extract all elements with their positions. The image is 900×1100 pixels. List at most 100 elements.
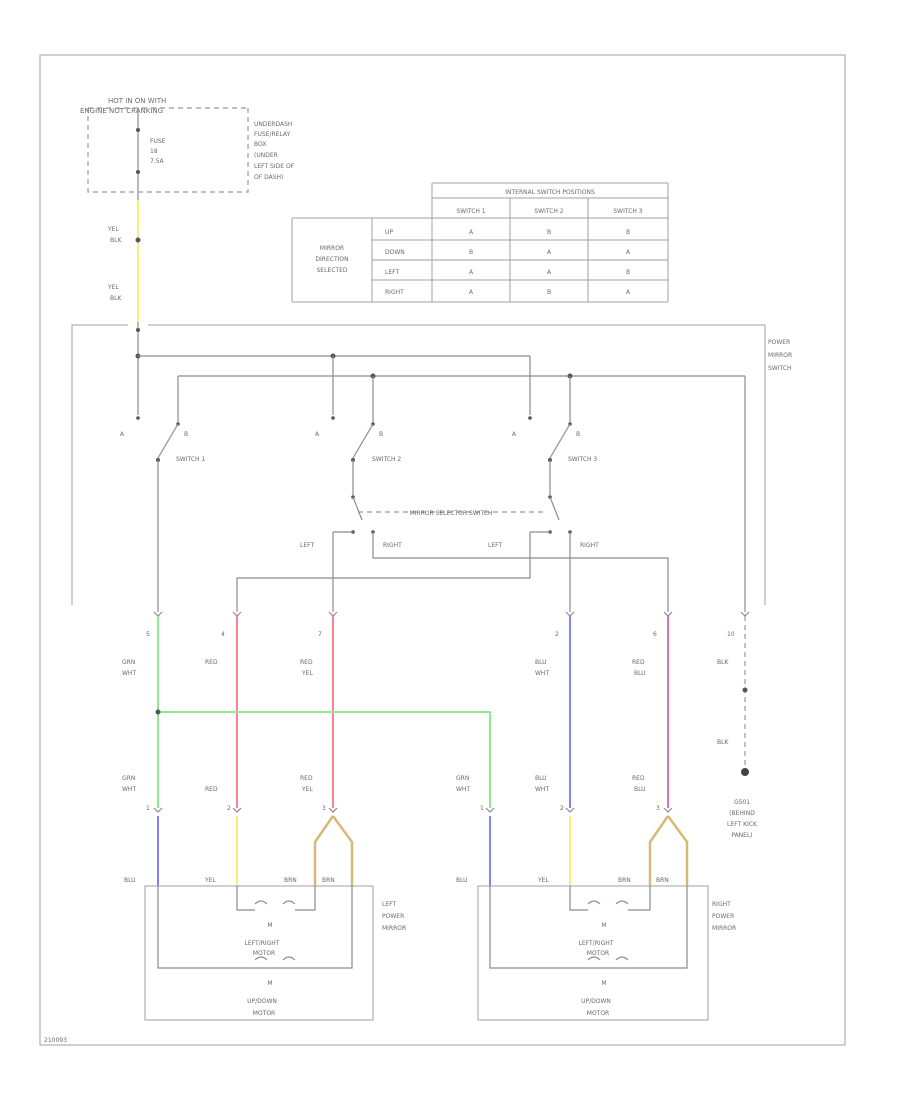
- table-cell: A: [469, 289, 474, 296]
- supply-label-1b: BLK: [110, 237, 122, 244]
- supply-label-1a: YEL: [107, 226, 119, 233]
- fuse-box-label-2: FUSE/RELAY: [254, 131, 291, 138]
- motor-terminal: YEL: [537, 877, 549, 884]
- motor-m: M: [267, 980, 272, 987]
- table-row-header-2: DIRECTION: [315, 256, 348, 263]
- wire-label: BLU: [634, 786, 646, 793]
- table-cell: B: [626, 229, 630, 236]
- conn-pin: 3: [322, 805, 326, 812]
- switch-1: A B SWITCH 1: [120, 416, 205, 612]
- motor-m: M: [601, 922, 606, 929]
- wire-label: BLK: [717, 659, 729, 666]
- motor-terminal: BRN: [618, 877, 631, 884]
- switch-pos-b: B: [576, 431, 580, 438]
- pin-label: 7: [318, 631, 322, 638]
- conn-pin: 2: [227, 805, 231, 812]
- conn-pin: 3: [656, 805, 660, 812]
- motor-terminal: BLU: [456, 877, 468, 884]
- motor-m: M: [267, 922, 272, 929]
- fuse-box-label-4: (UNDER: [254, 152, 278, 159]
- power-mirror-switch: POWER MIRROR SWITCH A B SWITCH 1: [71, 322, 792, 612]
- ground-label-1: G501: [734, 799, 750, 806]
- left-mirror-label-1: LEFT: [382, 901, 396, 908]
- power-mirror-label-1: POWER: [768, 339, 790, 346]
- table-cell: B: [469, 249, 473, 256]
- motor-name: MOTOR: [253, 950, 275, 957]
- switch-pos-a: A: [120, 431, 125, 438]
- table-cell: A: [469, 269, 474, 276]
- pin-label: 6: [653, 631, 657, 638]
- wire-label: WHT: [456, 786, 470, 793]
- motor-updown: MOTOR: [587, 1010, 609, 1017]
- table-row-label: UP: [385, 229, 393, 236]
- wire-label: RED: [632, 659, 645, 666]
- left-mirror-label-3: MIRROR: [382, 925, 406, 932]
- wire-label: BLU: [634, 670, 646, 677]
- wire-label: GRN: [122, 775, 135, 782]
- wire-label: RED: [300, 775, 313, 782]
- table-cell: B: [547, 229, 551, 236]
- wire-label: GRN: [122, 659, 135, 666]
- table-cell: B: [547, 289, 551, 296]
- diagram-frame: [39, 54, 846, 1046]
- table-row-header-1: MIRROR: [320, 245, 344, 252]
- pin-label: 2: [555, 631, 559, 638]
- table-cell: A: [547, 249, 552, 256]
- right-mirror-label-3: MIRROR: [712, 925, 736, 932]
- fuse-box-label-3: BOX: [254, 141, 266, 148]
- ground-label-3: LEFT KICK: [727, 821, 758, 828]
- supply-label-2a: YEL: [107, 284, 119, 291]
- harness-wires: GRN WHT RED RED YEL BLU WHT RED BLU BLK …: [122, 616, 758, 839]
- motor-terminal: BLU: [124, 877, 136, 884]
- wire-label: BLU: [535, 775, 547, 782]
- power-mirror-label-2: MIRROR: [768, 352, 792, 359]
- selector-left-2: LEFT: [488, 542, 502, 549]
- right-mirror-label-2: POWER: [712, 913, 734, 920]
- motor-name: LEFT/RIGHT: [245, 940, 280, 947]
- selector-right-1: RIGHT: [383, 542, 402, 549]
- table-cell: A: [626, 289, 631, 296]
- power-mirror-label-3: SWITCH: [768, 365, 792, 372]
- wire-label: RED: [300, 659, 313, 666]
- fuse-box: HOT IN ON WITH ENGINE NOT CRANKING FUSE …: [80, 97, 295, 193]
- table-cell: B: [626, 269, 630, 276]
- hot-label-1: HOT IN ON WITH: [108, 97, 166, 105]
- switch-name-3: SWITCH 3: [568, 456, 597, 463]
- right-mirror-label-1: RIGHT: [712, 901, 731, 908]
- supply-wire: YEL BLK YEL BLK: [107, 192, 141, 322]
- wire-label: BLK: [717, 739, 729, 746]
- conn-pin: 1: [146, 805, 150, 812]
- table-cell: A: [547, 269, 552, 276]
- wire-label: WHT: [535, 786, 549, 793]
- motor-name: MOTOR: [587, 950, 609, 957]
- switch-2: A B SWITCH 2: [315, 416, 401, 495]
- table-col-2: SWITCH 2: [534, 208, 563, 215]
- table-col-1: SWITCH 1: [456, 208, 485, 215]
- switch-pos-b: B: [184, 431, 188, 438]
- selector-right-2: RIGHT: [580, 542, 599, 549]
- pin-label: 4: [221, 631, 225, 638]
- wire-label: RED: [632, 775, 645, 782]
- switch-pos-a: A: [315, 431, 320, 438]
- wire-label: WHT: [122, 786, 136, 793]
- pin-label: 10: [727, 631, 735, 638]
- ground-label-2: (BEHIND: [729, 810, 755, 817]
- wire-label: WHT: [122, 670, 136, 677]
- motor-terminal: BRN: [656, 877, 669, 884]
- switch-pos-a: A: [512, 431, 517, 438]
- table-row-header-3: SELECTED: [317, 267, 348, 274]
- conn-pin: 1: [480, 805, 484, 812]
- wire-label: GRN: [456, 775, 469, 782]
- fuse-label-1: FUSE: [150, 138, 166, 145]
- motor-updown: UP/DOWN: [581, 998, 611, 1005]
- table-cell: A: [469, 229, 474, 236]
- switch-pos-b: B: [379, 431, 383, 438]
- table-row-label: DOWN: [385, 249, 405, 256]
- wire-label: YEL: [301, 786, 313, 793]
- table-cell: A: [626, 249, 631, 256]
- left-power-mirror: BLU YEL BRN BRN M LEFT/RIGHT MOTOR M UP/…: [124, 815, 406, 1021]
- motor-terminal: BRN: [322, 877, 335, 884]
- footer-code: 210093: [44, 1037, 67, 1044]
- mirror-selector-switch: MIRROR SELECTOR SWITCH LEFT RIGHT LEFT R…: [236, 495, 669, 612]
